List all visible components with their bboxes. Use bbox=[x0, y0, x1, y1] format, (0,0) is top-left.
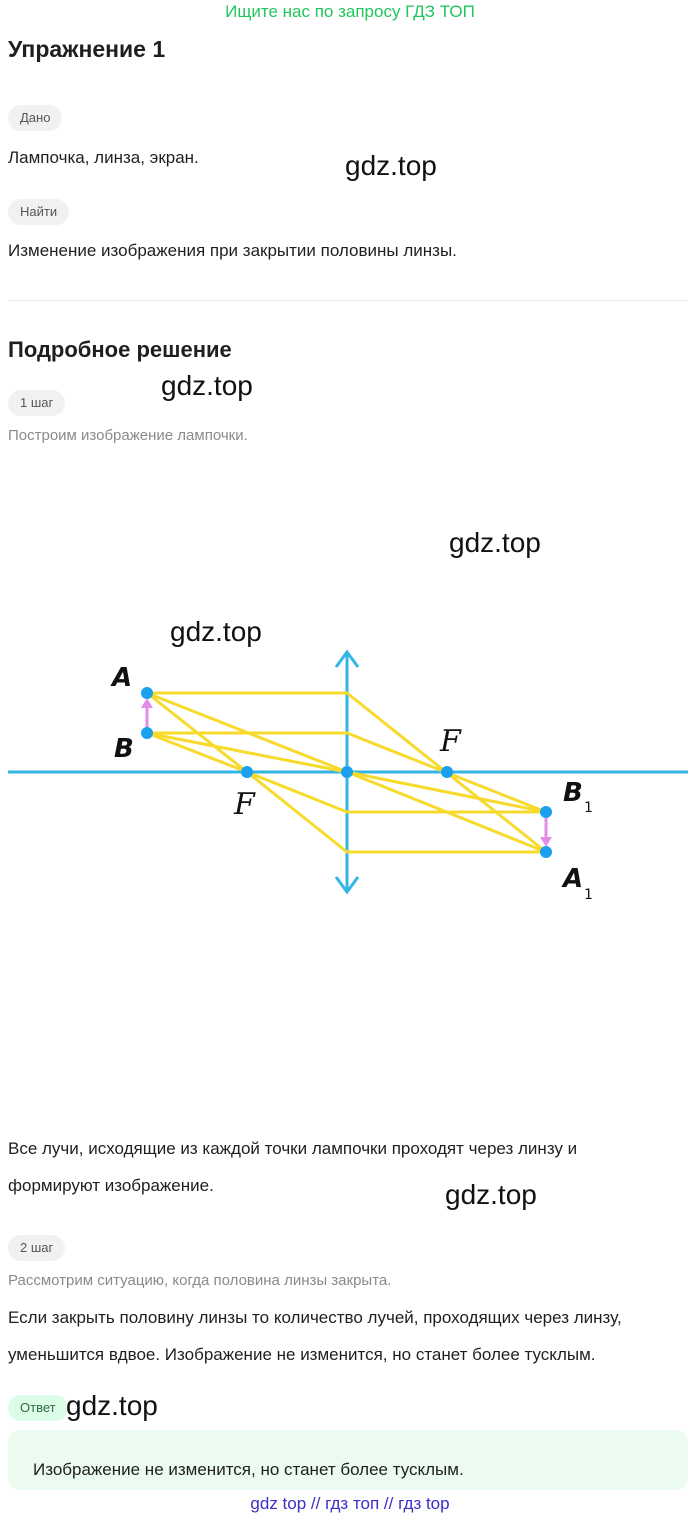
step2-chip: 2 шаг bbox=[8, 1235, 66, 1261]
step1-text-line1: Все лучи, исходящие из каждой точки ламп… bbox=[8, 1139, 578, 1158]
watermark: gdz.top bbox=[445, 1179, 537, 1210]
point-f-left bbox=[241, 766, 253, 778]
solution-title: Подробное решение bbox=[8, 337, 232, 362]
label-a: A bbox=[110, 663, 132, 693]
point-a1 bbox=[540, 846, 552, 858]
step1-text-line2: формируют изображение. bbox=[8, 1176, 214, 1195]
watermark: gdz.top bbox=[345, 150, 437, 181]
step2-text-line1: Если закрыть половину линзы то количеств… bbox=[8, 1308, 622, 1327]
step1-chip: 1 шаг bbox=[8, 390, 66, 416]
footer-links: gdz top // гдз топ // гдз top bbox=[250, 1494, 450, 1513]
step2-text-line2: уменьшится вдвое. Изображение не изменит… bbox=[8, 1345, 596, 1364]
answer-box bbox=[8, 1430, 688, 1490]
divider bbox=[8, 300, 688, 301]
label-a1: A bbox=[561, 864, 583, 894]
point-b1 bbox=[540, 806, 552, 818]
watermark: gdz.top bbox=[170, 616, 262, 647]
label-b1-sub: 1 bbox=[584, 800, 593, 816]
ray-b-focus bbox=[146, 731, 546, 814]
top-banner: Ищите нас по запросу ГДЗ ТОП bbox=[225, 2, 475, 21]
point-b bbox=[141, 727, 153, 739]
label-f-left: F bbox=[233, 787, 256, 822]
label-b: B bbox=[114, 734, 134, 764]
step1-caption: Построим изображение лампочки. bbox=[8, 427, 248, 444]
page-title: Упражнение 1 bbox=[8, 36, 166, 62]
object-arrow-head-icon bbox=[141, 698, 153, 708]
lens-ray-diagram: A B F F B 1 A 1 bbox=[8, 649, 688, 903]
point-lens-center bbox=[341, 766, 353, 778]
point-a bbox=[141, 687, 153, 699]
step2-caption: Рассмотрим ситуацию, когда половина линз… bbox=[8, 1272, 392, 1289]
ray-b-parallel bbox=[147, 731, 547, 814]
image-arrow-head-icon bbox=[540, 837, 552, 847]
answer-text: Изображение не изменится, но станет боле… bbox=[33, 1460, 464, 1479]
given-text: Лампочка, линза, экран. bbox=[8, 148, 199, 167]
watermark: gdz.top bbox=[449, 527, 541, 558]
label-a1-sub: 1 bbox=[584, 887, 593, 903]
label-b1: B bbox=[563, 778, 583, 808]
watermark: gdz.top bbox=[161, 370, 253, 401]
lens-arrow-down-icon bbox=[334, 876, 360, 895]
find-text: Изменение изображения при закрытии полов… bbox=[8, 241, 457, 260]
watermark: gdz.top bbox=[66, 1390, 158, 1421]
point-f-right bbox=[441, 766, 453, 778]
find-chip: Найти bbox=[8, 199, 70, 225]
given-chip: Дано bbox=[8, 105, 63, 131]
answer-chip: Ответ bbox=[8, 1395, 68, 1421]
label-f-right: F bbox=[439, 724, 462, 759]
lens-arrow-up-icon bbox=[334, 649, 360, 668]
